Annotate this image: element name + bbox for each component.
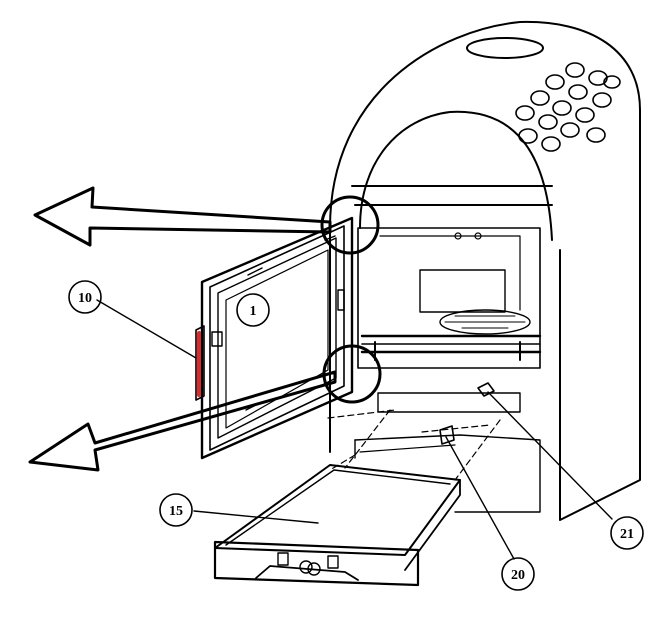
leader-line-20	[445, 436, 515, 560]
callout-label-21: 21	[620, 527, 634, 542]
leader-line-10	[96, 299, 197, 359]
upper-hinge-highlight	[320, 195, 380, 255]
lower-removal-arrow	[28, 370, 337, 472]
callout-circle-21	[610, 516, 644, 550]
callout-label-1: 1	[250, 304, 257, 319]
callout-circle-10	[68, 280, 102, 314]
upper-clip	[477, 382, 495, 397]
vent-holes	[515, 62, 621, 152]
oven-body	[327, 20, 641, 521]
upper-removal-arrow	[33, 186, 332, 247]
callout-circle-1	[236, 293, 270, 327]
callout-circle-15	[159, 493, 193, 527]
door	[200, 216, 354, 460]
callout-label-20: 20	[511, 568, 525, 583]
ash-tray	[213, 464, 461, 587]
leader-line-21	[487, 391, 613, 520]
callout-circle-20	[501, 557, 535, 591]
leader-line-15	[193, 510, 319, 524]
callout-label-15: 15	[169, 504, 183, 519]
lower-clip	[439, 425, 455, 445]
callout-label-10: 10	[78, 291, 92, 306]
door-handle	[195, 325, 223, 401]
